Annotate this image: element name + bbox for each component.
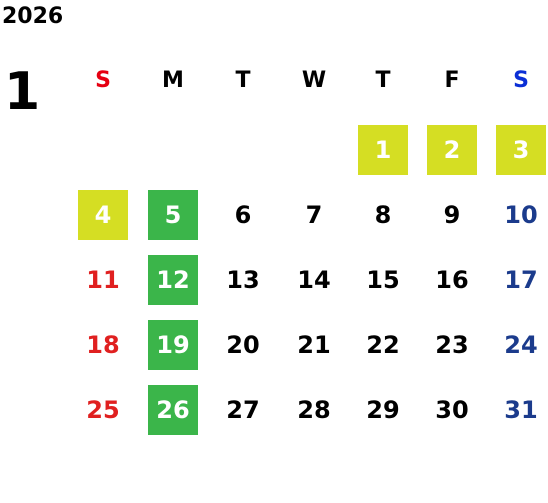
calendar-day-14[interactable]: 14 <box>297 266 331 294</box>
weekday-saturday: S <box>513 68 529 93</box>
calendar-day-30[interactable]: 30 <box>435 396 469 424</box>
calendar-day-21[interactable]: 21 <box>297 331 331 359</box>
calendar-day-20[interactable]: 20 <box>226 331 260 359</box>
calendar-day-15[interactable]: 15 <box>366 266 400 294</box>
calendar-day-24[interactable]: 24 <box>504 331 538 359</box>
calendar-day-11[interactable]: 11 <box>86 266 120 294</box>
weekday-thursday: T <box>375 68 391 93</box>
calendar-day-9[interactable]: 9 <box>443 201 461 229</box>
weekday-sunday: S <box>95 68 111 93</box>
calendar-day-29[interactable]: 29 <box>366 396 400 424</box>
calendar-day-13[interactable]: 13 <box>226 266 260 294</box>
calendar-day-8[interactable]: 8 <box>374 201 392 229</box>
calendar-day-4[interactable]: 4 <box>78 190 128 240</box>
calendar-day-19[interactable]: 19 <box>148 320 198 370</box>
calendar-year: 2026 <box>2 4 64 29</box>
calendar-day-27[interactable]: 27 <box>226 396 260 424</box>
calendar-day-7[interactable]: 7 <box>305 201 323 229</box>
calendar-day-6[interactable]: 6 <box>234 201 252 229</box>
calendar-day-28[interactable]: 28 <box>297 396 331 424</box>
calendar-day-5[interactable]: 5 <box>148 190 198 240</box>
calendar-day-16[interactable]: 16 <box>435 266 469 294</box>
calendar-month: 1 <box>4 62 41 122</box>
calendar-day-23[interactable]: 23 <box>435 331 469 359</box>
calendar-day-25[interactable]: 25 <box>86 396 120 424</box>
calendar-day-2[interactable]: 2 <box>427 125 477 175</box>
calendar-day-22[interactable]: 22 <box>366 331 400 359</box>
weekday-friday: F <box>444 68 460 93</box>
calendar-day-1[interactable]: 1 <box>358 125 408 175</box>
weekday-tuesday: T <box>235 68 251 93</box>
calendar-day-10[interactable]: 10 <box>504 201 538 229</box>
calendar-day-26[interactable]: 26 <box>148 385 198 435</box>
calendar-day-31[interactable]: 31 <box>504 396 538 424</box>
weekday-wednesday: W <box>301 68 327 93</box>
calendar-day-17[interactable]: 17 <box>504 266 538 294</box>
weekday-monday: M <box>162 68 184 93</box>
calendar-day-18[interactable]: 18 <box>86 331 120 359</box>
calendar-day-12[interactable]: 12 <box>148 255 198 305</box>
calendar-day-3[interactable]: 3 <box>496 125 546 175</box>
